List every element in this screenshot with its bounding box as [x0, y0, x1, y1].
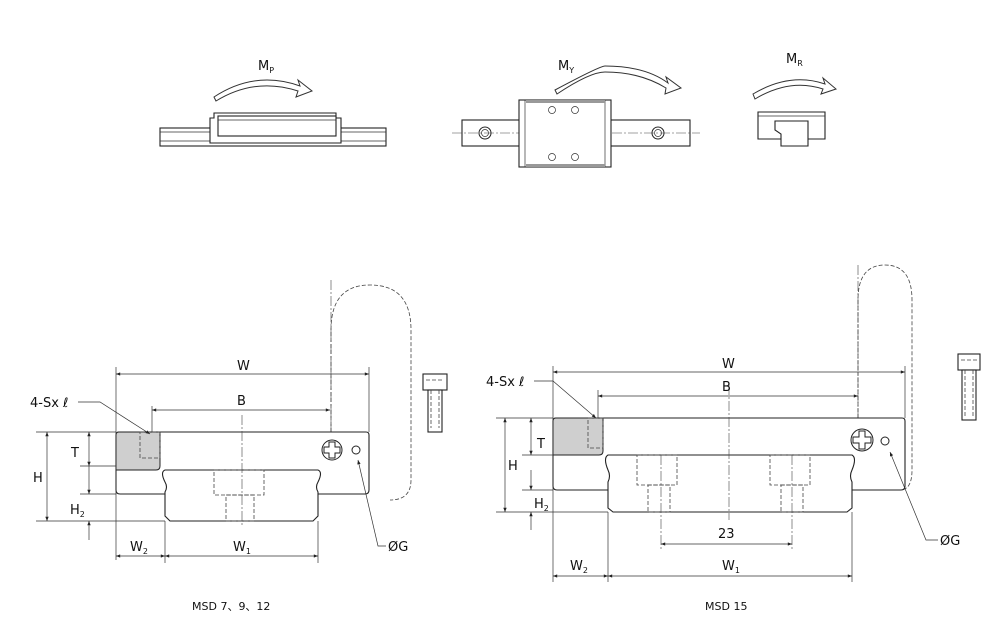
dim-w-label: W: [722, 357, 735, 372]
block: [518, 99, 612, 168]
cap-screw-icon: [422, 373, 448, 433]
caption-msd-15: MSD 15: [705, 600, 747, 613]
rail: [774, 120, 809, 147]
yaw-arrow-icon: [554, 65, 683, 95]
cap-screw-icon: [957, 353, 981, 421]
section-hatch: [552, 417, 604, 456]
dim-t-label: T: [536, 437, 545, 452]
caption-msd-7-9-12: MSD 7、9、12: [192, 600, 270, 613]
rail: [161, 469, 322, 522]
msd-7-9-12-view: W B 4-Sx ℓ H T H2 W2 W1 ØG MSD 7、9、12: [30, 280, 448, 613]
grease-nipple-icon: [321, 439, 343, 461]
dim-h-label: H: [33, 471, 43, 486]
roll-moment-view: MR: [752, 52, 838, 147]
hole-g: [880, 436, 890, 446]
dim-g-label: ØG: [388, 540, 408, 555]
section-hatch: [115, 431, 161, 471]
dim-t-label: T: [70, 446, 79, 461]
roll-moment-label: MR: [786, 52, 803, 68]
dim-23-label: 23: [718, 527, 735, 542]
centerline-loop: [857, 264, 913, 491]
dim-w2-label: W2: [130, 540, 148, 556]
screw-callout-label: 4-Sx ℓ: [486, 375, 524, 390]
screw-callout-label: 4-Sx ℓ: [30, 396, 68, 411]
dim-w-label: W: [237, 359, 250, 374]
grease-nipple-icon: [850, 428, 874, 452]
dim-w1-label: W1: [722, 559, 740, 575]
roll-arrow-icon: [752, 76, 838, 100]
pitch-arrow-icon: [213, 78, 314, 102]
dim-b-label: B: [722, 380, 731, 395]
dim-h-label: H: [508, 459, 518, 474]
dim-b-label: B: [237, 394, 246, 409]
dim-w2-label: W2: [570, 559, 588, 575]
dim-w1-label: W1: [233, 540, 251, 556]
pitch-moment-label: MP: [258, 59, 274, 75]
rail: [604, 454, 856, 513]
yaw-moment-label: MY: [558, 59, 574, 75]
yaw-moment-view: MY: [452, 59, 700, 168]
msd-15-view: W B 4-Sx ℓ H T H2 23 W2 W1 ØG MSD 15: [486, 264, 981, 613]
dim-h2-label: H2: [70, 503, 85, 519]
dim-h2-label: H2: [534, 497, 549, 513]
hole-g: [351, 445, 361, 455]
dim-g-label: ØG: [940, 534, 960, 549]
centerline-loop: [330, 284, 412, 501]
pitch-moment-view: MP: [159, 59, 387, 147]
